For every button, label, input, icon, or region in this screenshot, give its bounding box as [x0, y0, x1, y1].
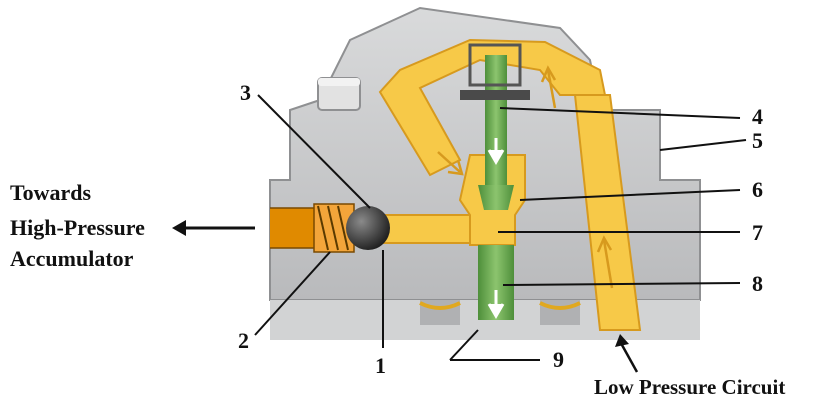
flow-arrows	[487, 138, 505, 319]
label-3: 3	[240, 80, 251, 105]
leader-lines	[254, 94, 747, 361]
low-pressure-arrow	[615, 334, 639, 373]
label-8: 8	[752, 271, 763, 296]
accumulator-caption-line-2: High-Pressure	[10, 215, 145, 240]
fuel-direction-arrows	[437, 65, 614, 289]
label-2: 2	[238, 328, 249, 353]
accumulator-caption-line-1: Towards	[10, 180, 92, 205]
label-1: 1	[375, 353, 386, 378]
label-9: 9	[553, 347, 564, 372]
check-valve-ball	[346, 206, 390, 250]
label-5: 5	[752, 128, 763, 153]
label-4: 4	[752, 104, 763, 129]
label-6: 6	[752, 177, 763, 202]
low-pressure-caption: Low Pressure Circuit	[594, 375, 785, 399]
accumulator-arrow	[172, 220, 255, 236]
accumulator-caption-line-3: Accumulator	[10, 246, 134, 271]
label-7: 7	[752, 220, 763, 245]
